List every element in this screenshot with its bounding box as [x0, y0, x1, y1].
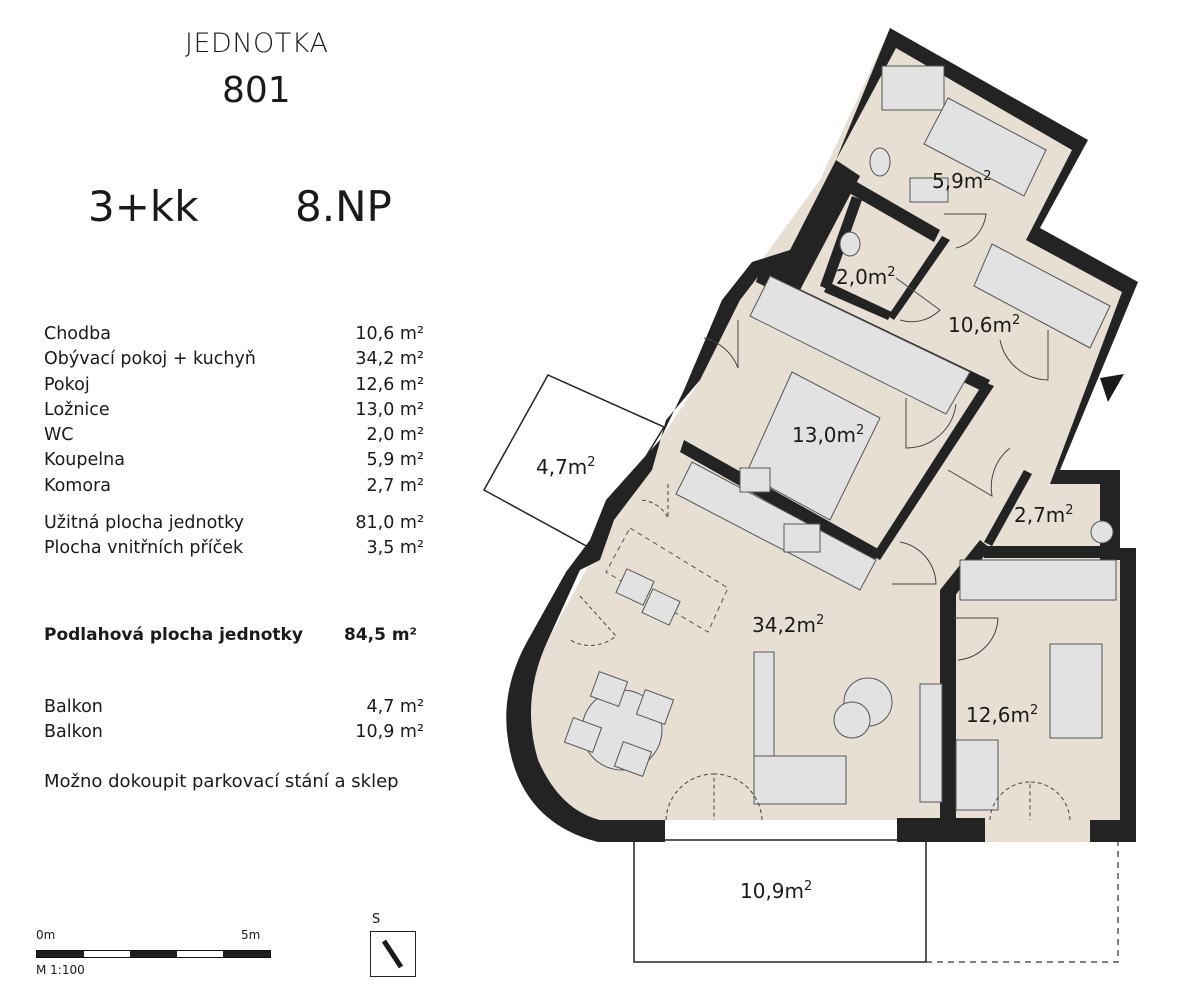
north-arrow-icon — [370, 931, 416, 977]
balcony-value: 10,9 m² — [355, 722, 424, 743]
tv-unit — [919, 683, 943, 803]
floor-level: 8.NP — [295, 182, 392, 231]
sink-fixture — [909, 177, 949, 203]
room-label-balcony-small: 4,7m2 — [536, 455, 596, 479]
kitchen-sink — [739, 467, 771, 493]
bathtub-fixture — [923, 97, 1047, 197]
bed-fixture — [745, 371, 881, 521]
island-counter — [605, 527, 729, 633]
total-name: Podlahová plocha jednotky — [44, 625, 303, 645]
north-letter: S — [372, 912, 381, 927]
room-label-bedroom: 13,0m2 — [792, 423, 864, 447]
scale-ratio: M 1:100 — [36, 963, 85, 977]
unit-label: JEDNOTKA — [185, 28, 329, 59]
exterior-wall-left — [506, 160, 860, 842]
area-name: WC — [44, 425, 74, 446]
total-value: 84,5 m² — [343, 625, 417, 645]
area-row: Pokoj 12,6 m² — [44, 373, 424, 398]
balcony-row: Balkon 10,9 m² — [44, 720, 424, 745]
area-value: 2,0 m² — [366, 425, 424, 446]
parking-note: Možno dokoupit parkovací stání a sklep — [44, 771, 399, 792]
scale-five-label: 5m — [241, 928, 261, 942]
area-value: 5,9 m² — [366, 450, 424, 471]
room-label-living: 34,2m2 — [752, 613, 824, 637]
room-label-storage: 2,7m2 — [1014, 503, 1074, 527]
area-name: Ložnice — [44, 399, 110, 420]
balcony-name: Balkon — [44, 697, 103, 717]
area-value: 2,7 m² — [366, 475, 424, 496]
summary-value: 3,5 m² — [366, 538, 424, 559]
area-name: Komora — [44, 475, 111, 496]
summary-row: Plocha vnitřních příček 3,5 m² — [44, 536, 424, 561]
storage-boiler — [1090, 520, 1114, 544]
room-label-room: 12,6m2 — [966, 703, 1038, 727]
area-row: Ložnice 13,0 m² — [44, 398, 424, 423]
area-row: Obývací pokoj + kuchyň 34,2 m² — [44, 347, 424, 372]
wardrobe-bedroom — [749, 275, 971, 415]
area-name: Obývací pokoj + kuchyň — [44, 349, 256, 370]
furniture — [563, 65, 1117, 811]
wardrobe-hall — [973, 243, 1111, 349]
balcony-name: Balkon — [44, 722, 103, 743]
area-row: Chodba 10,6 m² — [44, 322, 424, 347]
shower-fixture — [881, 65, 945, 111]
toilet-fixture — [869, 147, 891, 177]
balcony-row: Balkon 4,7 m² — [44, 695, 424, 720]
balcony-value: 4,7 m² — [366, 697, 424, 717]
single-bed — [1049, 643, 1103, 739]
desk — [955, 739, 999, 811]
wc-toilet-fixture — [839, 231, 861, 257]
area-value: 34,2 m² — [355, 349, 424, 370]
entrance-arrow-icon — [1100, 374, 1124, 402]
room-label-bathroom: 5,9m2 — [932, 169, 992, 193]
area-name: Pokoj — [44, 374, 90, 395]
wardrobe-room — [959, 559, 1117, 601]
area-row: Koupelna 5,9 m² — [44, 448, 424, 473]
area-row: Komora 2,7 m² — [44, 474, 424, 499]
scale-bar — [36, 950, 271, 958]
area-value: 13,0 m² — [355, 399, 424, 420]
cooktop — [783, 523, 821, 553]
summary-name: Užitná plocha jednotky — [44, 513, 245, 534]
layout-type: 3+kk — [88, 182, 199, 231]
summary-row: Užitná plocha jednotky 81,0 m² — [44, 511, 424, 536]
room-label-hall: 10,6m2 — [948, 313, 1020, 337]
door-swings — [569, 213, 1071, 821]
room-area-list: Chodba 10,6 m² Obývací pokoj + kuchyň 34,2… — [44, 322, 424, 562]
summary-list: Užitná plocha jednotky 81,0 m² Plocha vni… — [44, 511, 424, 562]
summary-name: Plocha vnitřních příček — [44, 538, 244, 559]
area-row: WC 2,0 m² — [44, 423, 424, 448]
exterior-wall-bottom — [897, 818, 985, 842]
summary-value: 81,0 m² — [355, 513, 424, 534]
area-name: Koupelna — [44, 450, 125, 471]
room-label-wc: 2,0m2 — [836, 265, 896, 289]
unit-number: 801 — [222, 70, 291, 111]
area-name: Chodba — [44, 324, 111, 344]
area-value: 10,6 m² — [355, 324, 424, 344]
balcony-large-outline — [633, 839, 927, 963]
sofa-section — [753, 755, 847, 805]
balcony-dashed-outline — [926, 840, 1119, 963]
total-floor-area: Podlahová plocha jednotky 84,5 m² — [44, 625, 417, 645]
room-label-balcony-large: 10,9m2 — [740, 879, 812, 903]
area-value: 12,6 m² — [355, 374, 424, 395]
scale-zero-label: 0m — [36, 928, 56, 942]
balcony-list: Balkon 4,7 m² Balkon 10,9 m² — [44, 695, 424, 746]
